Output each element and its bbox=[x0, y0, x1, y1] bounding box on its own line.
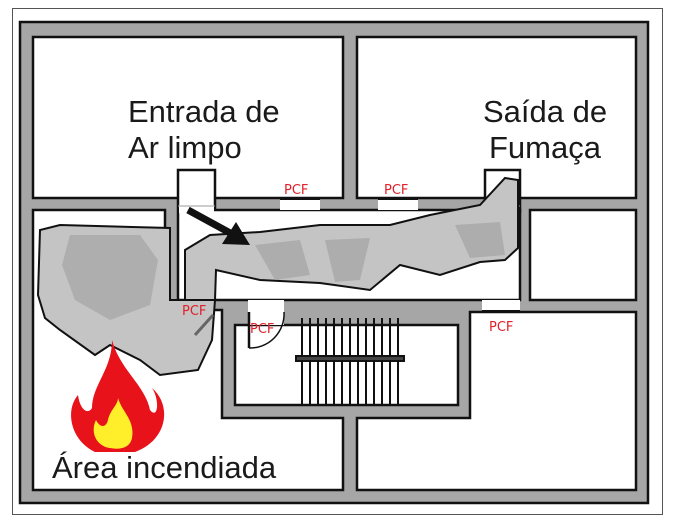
door-label-pcf: PCF bbox=[384, 183, 408, 198]
door-leaf bbox=[193, 313, 215, 337]
airflow-arrow-icon bbox=[186, 206, 250, 245]
door-label-pcf: PCF bbox=[250, 322, 274, 337]
door-label-pcf: PCF bbox=[182, 304, 206, 319]
smoke-outlet-label-line2: Fumaça bbox=[489, 130, 602, 165]
room-bottom-right bbox=[355, 310, 638, 492]
air-inlet-label-line2: Ar limpo bbox=[128, 130, 242, 165]
room-right-small bbox=[528, 208, 638, 302]
door-label-pcf: PCF bbox=[284, 183, 308, 198]
air-inlet-label-line1: Entrada de bbox=[128, 94, 280, 129]
smoke-cloud bbox=[36, 176, 519, 377]
stair-room bbox=[233, 323, 460, 407]
door-label-pcf: PCF bbox=[489, 320, 513, 335]
door-openings bbox=[247, 198, 520, 349]
fire-area-label: Área incendiada bbox=[52, 450, 277, 485]
smoke-outlet-label-line1: Saída de bbox=[483, 94, 607, 129]
staircase bbox=[295, 318, 405, 405]
fire-icon bbox=[71, 340, 165, 452]
figure-border bbox=[12, 8, 663, 515]
